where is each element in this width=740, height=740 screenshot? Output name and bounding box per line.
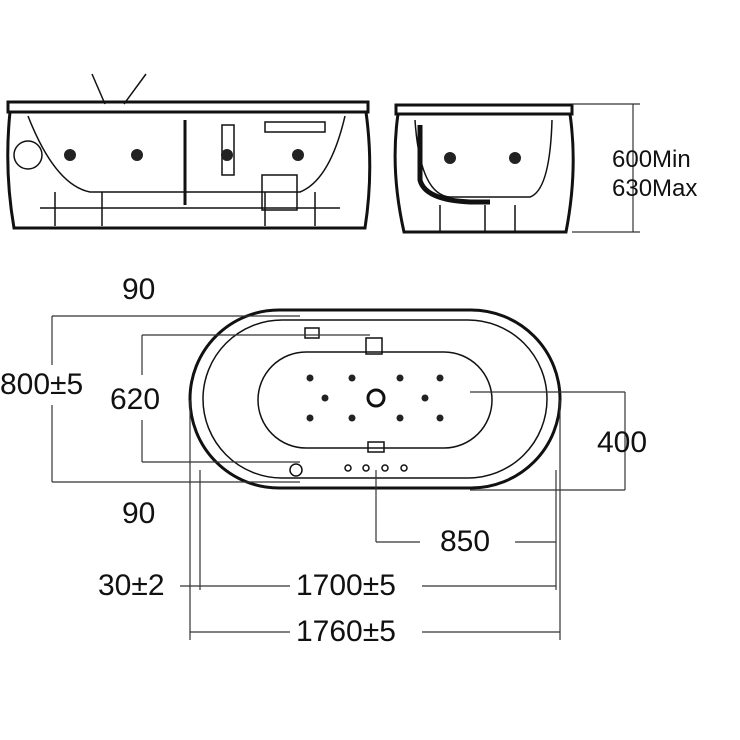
front-elevation (6, 73, 372, 230)
dim-drain-position: 850 (440, 525, 490, 558)
drain-icon (366, 388, 386, 408)
plan-view: 90 800±5 620 400 90 850 30±2 1700±5 1760… (0, 273, 647, 648)
height-min-label: 600Min (612, 146, 691, 173)
height-max-label: 630Max (612, 175, 697, 202)
jet-icon (306, 374, 444, 422)
dim-length-outer: 1760±5 (296, 615, 396, 648)
dim-width-outer: 800±5 (0, 368, 83, 401)
jet-icon (64, 149, 304, 161)
dim-bottom-offset: 90 (122, 497, 155, 530)
dim-width-inner: 620 (110, 383, 160, 416)
dim-top-offset: 90 (122, 273, 155, 306)
dim-length-inner: 1700±5 (296, 569, 396, 602)
side-elevation: 600Min 630Max (393, 103, 697, 234)
dim-rim: 30±2 (98, 569, 165, 602)
dim-bowl-width: 400 (597, 426, 647, 459)
